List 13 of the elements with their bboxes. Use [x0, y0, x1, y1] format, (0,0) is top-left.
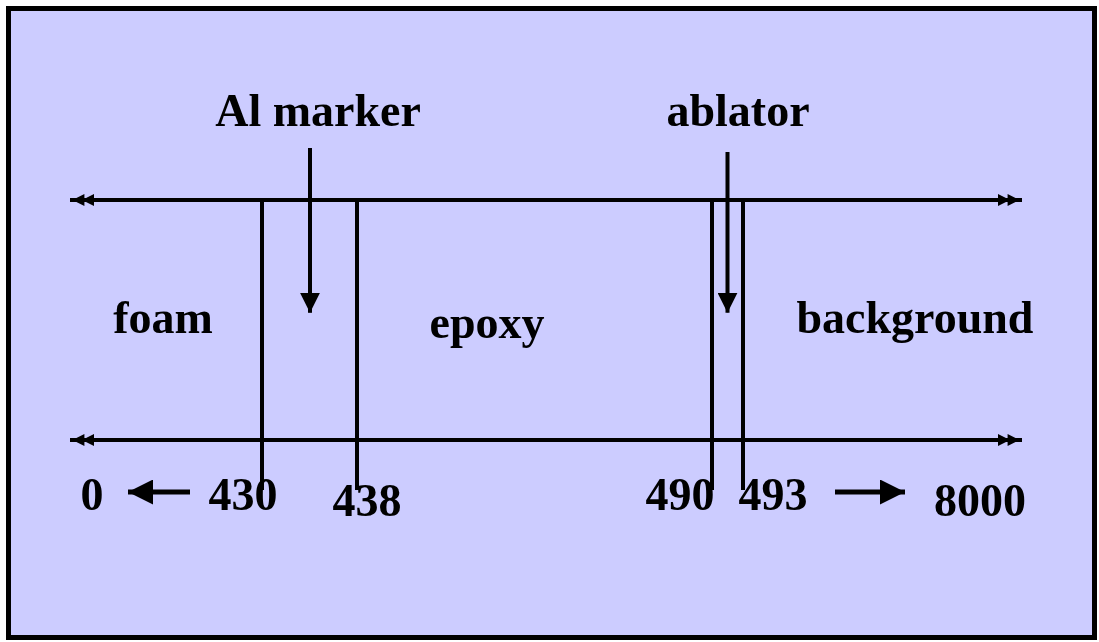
- position-value: 493: [738, 472, 808, 518]
- position-value: 438: [332, 478, 402, 524]
- region-label: background: [796, 295, 1034, 341]
- layer-label: Al marker: [215, 88, 421, 134]
- leader-arrow: [717, 152, 738, 313]
- position-value: 430: [208, 472, 278, 518]
- region-label: foam: [113, 295, 213, 341]
- layer-label: ablator: [666, 88, 810, 134]
- leader-arrow: [300, 148, 320, 313]
- position-value: 490: [645, 472, 715, 518]
- position-value: 0: [80, 472, 104, 518]
- region-label: epoxy: [429, 300, 545, 346]
- position-value: 8000: [934, 478, 1026, 524]
